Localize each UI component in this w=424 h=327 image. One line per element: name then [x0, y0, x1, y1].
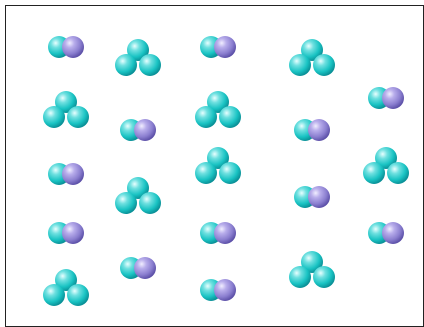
triatomic-molecule [43, 91, 89, 128]
teal-atom [43, 284, 65, 306]
teal-atom [195, 106, 217, 128]
diatomic-molecule [368, 222, 404, 244]
triatomic-molecule [363, 147, 409, 184]
molecule-layer [43, 36, 409, 306]
teal-atom [289, 266, 311, 288]
teal-atom [139, 192, 161, 214]
purple-atom [214, 279, 236, 301]
purple-atom [62, 222, 84, 244]
teal-atom [313, 266, 335, 288]
diatomic-molecule [294, 119, 330, 141]
teal-atom [219, 106, 241, 128]
teal-atom [127, 177, 149, 199]
triatomic-molecule [115, 39, 161, 76]
diatomic-molecule [120, 119, 156, 141]
teal-atom [313, 54, 335, 76]
diatomic-molecule [200, 36, 236, 58]
purple-atom [62, 36, 84, 58]
teal-atom [387, 162, 409, 184]
teal-atom [139, 54, 161, 76]
teal-atom [115, 54, 137, 76]
purple-atom [308, 186, 330, 208]
teal-atom [127, 39, 149, 61]
teal-atom [375, 147, 397, 169]
diatomic-molecule [120, 257, 156, 279]
purple-atom [134, 119, 156, 141]
diatomic-molecule [200, 279, 236, 301]
teal-atom [301, 251, 323, 273]
purple-atom [382, 222, 404, 244]
purple-atom [134, 257, 156, 279]
triatomic-molecule [115, 177, 161, 214]
diatomic-molecule [48, 36, 84, 58]
teal-atom [55, 269, 77, 291]
teal-atom [67, 284, 89, 306]
diatomic-molecule [200, 222, 236, 244]
teal-atom [207, 147, 229, 169]
teal-atom [219, 162, 241, 184]
diatomic-molecule [48, 163, 84, 185]
diatomic-molecule [368, 87, 404, 109]
teal-atom [207, 91, 229, 113]
purple-atom [62, 163, 84, 185]
diatomic-molecule [294, 186, 330, 208]
teal-atom [301, 39, 323, 61]
teal-atom [115, 192, 137, 214]
purple-atom [214, 222, 236, 244]
teal-atom [67, 106, 89, 128]
teal-atom [43, 106, 65, 128]
purple-atom [214, 36, 236, 58]
teal-atom [289, 54, 311, 76]
purple-atom [308, 119, 330, 141]
triatomic-molecule [289, 39, 335, 76]
triatomic-molecule [43, 269, 89, 306]
triatomic-molecule [289, 251, 335, 288]
teal-atom [195, 162, 217, 184]
teal-atom [363, 162, 385, 184]
purple-atom [382, 87, 404, 109]
triatomic-molecule [195, 91, 241, 128]
diatomic-molecule [48, 222, 84, 244]
teal-atom [55, 91, 77, 113]
triatomic-molecule [195, 147, 241, 184]
